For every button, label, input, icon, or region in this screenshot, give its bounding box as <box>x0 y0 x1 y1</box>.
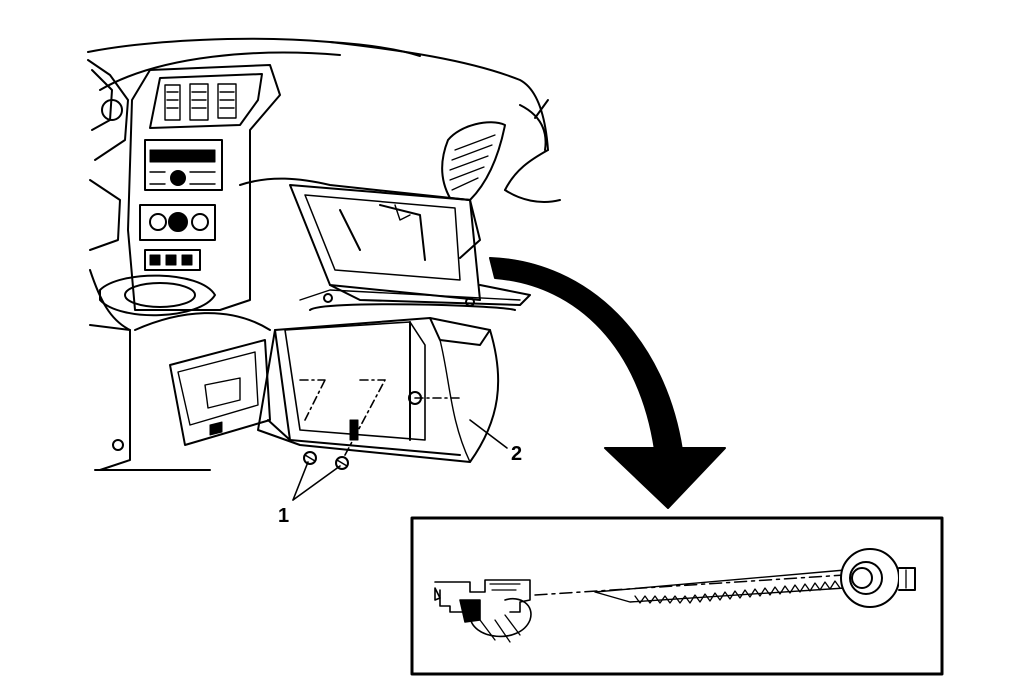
dashboard-outline <box>87 37 561 259</box>
knee-panel <box>112 312 271 451</box>
glove-box-opening <box>289 184 531 311</box>
leader-1 <box>292 461 341 501</box>
left-dash-edge <box>87 59 211 471</box>
retainer-clip <box>434 579 532 643</box>
callout-1-label: 1 <box>278 505 290 527</box>
center-stack <box>99 64 281 317</box>
callout-2-label: 2 <box>511 443 523 465</box>
passenger-vent <box>441 99 549 201</box>
curved-arrow <box>489 257 726 509</box>
glove-box-door <box>257 317 508 470</box>
detail-inset <box>410 516 944 676</box>
